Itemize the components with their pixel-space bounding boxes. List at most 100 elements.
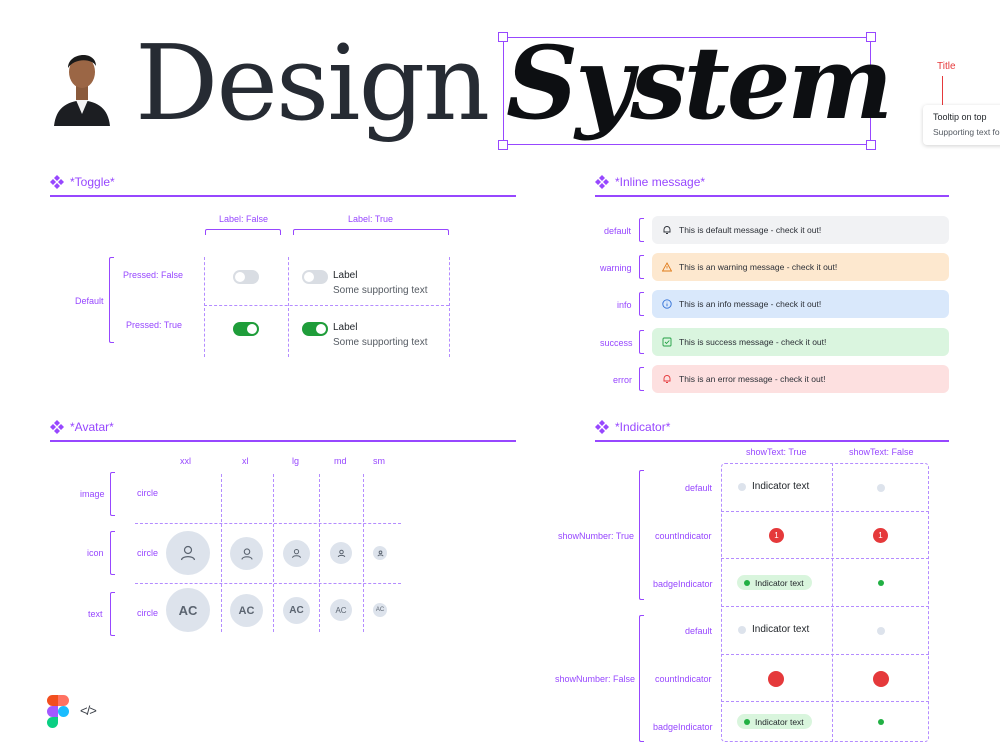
component-icon [50, 420, 64, 434]
badge-indicator-dot [878, 580, 884, 586]
indicator-default-with-text: Indicator text [738, 481, 809, 492]
grid-line [363, 474, 364, 632]
inline-message-warning: This is an warning message - check it ou… [652, 253, 949, 281]
user-icon [240, 547, 253, 560]
selection-frame[interactable] [503, 37, 871, 145]
title-design: Design [135, 22, 490, 144]
grid-line [288, 257, 289, 357]
grid-line [832, 463, 833, 742]
inline-message-section-title: *Inline message* [595, 175, 705, 189]
resize-handle-bl[interactable] [498, 140, 508, 150]
resize-handle-br[interactable] [866, 140, 876, 150]
msg-variant-label: default [604, 226, 632, 236]
inline-message-default: This is default message - check it out! [652, 216, 949, 244]
title-system: System [506, 24, 893, 142]
user-icon [337, 549, 345, 557]
avatar-brace [110, 531, 115, 575]
toggle-switch-on[interactable] [233, 322, 259, 336]
avatar-icon-lg[interactable] [283, 540, 310, 567]
avatar-row-label: text [88, 609, 103, 619]
toggle-col-label-false: Label: False [219, 214, 269, 224]
indicator-group-brace [639, 615, 644, 742]
toggle-col-label-true: Label: True [348, 214, 394, 224]
resize-handle-tl[interactable] [498, 32, 508, 42]
grid-line [135, 583, 401, 584]
count-indicator-dot [873, 671, 889, 687]
toggle-switch-on-labeled[interactable] [302, 322, 328, 336]
toggle-supporting-text: Some supporting text [333, 337, 428, 348]
toggle-switch-off-labeled[interactable] [302, 270, 328, 284]
avatar-icon-md[interactable] [330, 542, 352, 564]
grid-line [721, 701, 929, 702]
avatar-icon-xl[interactable] [230, 537, 263, 570]
toggle-supporting-text: Some supporting text [333, 285, 428, 296]
avatar-row-label: image [80, 489, 105, 499]
avatar-shape-label: circle [137, 548, 159, 558]
tooltip-title: Tooltip on top [933, 112, 987, 122]
avatar-text-xxl[interactable]: AC [166, 588, 210, 632]
component-icon [595, 420, 609, 434]
grid-line [721, 511, 929, 512]
inline-message-section-rule [595, 195, 949, 197]
inline-message-success: This is success message - check it out! [652, 328, 949, 356]
avatar-brace [110, 472, 115, 516]
indicator-col-label-true: showText: True [746, 447, 807, 457]
indicator-default-with-text: Indicator text [738, 624, 809, 635]
gray-dot [738, 625, 746, 634]
avatar-size-label: sm [373, 456, 385, 466]
avatar-icon-xxl[interactable] [166, 531, 210, 575]
count-indicator-dot [768, 671, 784, 687]
indicator-row-label: default [685, 626, 713, 636]
bell-icon [663, 375, 671, 383]
indicator-default-dot [877, 484, 885, 492]
indicator-group-brace [639, 470, 644, 600]
avatar-size-label: lg [292, 456, 300, 466]
user-icon [377, 550, 383, 556]
green-dot [744, 579, 750, 586]
msg-brace [639, 218, 644, 242]
indicator-row-label: countIndicator [655, 674, 712, 684]
bell-icon [663, 226, 671, 234]
grid-line [204, 305, 449, 306]
green-dot [744, 718, 750, 725]
indicator-col-label-false: showText: False [849, 447, 914, 457]
indicator-row-label: badgeIndicator [653, 579, 713, 589]
grid-line [273, 474, 274, 632]
figma-logo-icon[interactable] [47, 695, 69, 728]
avatar-text-md[interactable]: AC [330, 599, 352, 621]
msg-brace [639, 292, 644, 316]
code-icon[interactable]: </> [80, 703, 97, 718]
user-icon [292, 549, 301, 558]
resize-handle-tr[interactable] [866, 32, 876, 42]
indicator-section-title: *Indicator* [595, 420, 670, 434]
toggle-col-brace-false [205, 229, 281, 235]
indicator-group-label: showNumber: False [555, 674, 636, 684]
toggle-row-pressed-true: Pressed: True [126, 320, 183, 330]
tooltip-text: Supporting text fo [933, 127, 1000, 137]
toggle-section-rule [50, 195, 516, 197]
indicator-grid-frame [721, 463, 929, 742]
badge-indicator-dot [878, 719, 884, 725]
toggle-group-brace [109, 257, 114, 343]
tooltip-card: Tooltip on top Supporting text fo [923, 105, 1000, 145]
avatar-text-sm[interactable]: AC [373, 603, 387, 617]
avatar-size-label: xxl [180, 456, 191, 466]
inline-message-error: This is an error message - check it out! [652, 365, 949, 393]
avatar-section-title: *Avatar* [50, 420, 114, 434]
toggle-label: Label [333, 270, 358, 281]
avatar-size-label: xl [242, 456, 249, 466]
component-icon [50, 175, 64, 189]
count-indicator: 1 [873, 528, 888, 543]
avatar-text-xl[interactable]: AC [230, 594, 263, 627]
avatar-icon-sm[interactable] [373, 546, 387, 560]
toggle-switch-off[interactable] [233, 270, 259, 284]
profile-photo [52, 42, 112, 126]
warning-triangle-icon [662, 262, 672, 272]
avatar-row-label: icon [87, 548, 104, 558]
avatar-text-lg[interactable]: AC [283, 597, 310, 624]
indicator-row-label: countIndicator [655, 531, 712, 541]
indicator-default-dot [877, 627, 885, 635]
toggle-row-pressed-false: Pressed: False [123, 270, 184, 280]
avatar-size-label: md [334, 456, 347, 466]
annotation-line [942, 76, 943, 106]
